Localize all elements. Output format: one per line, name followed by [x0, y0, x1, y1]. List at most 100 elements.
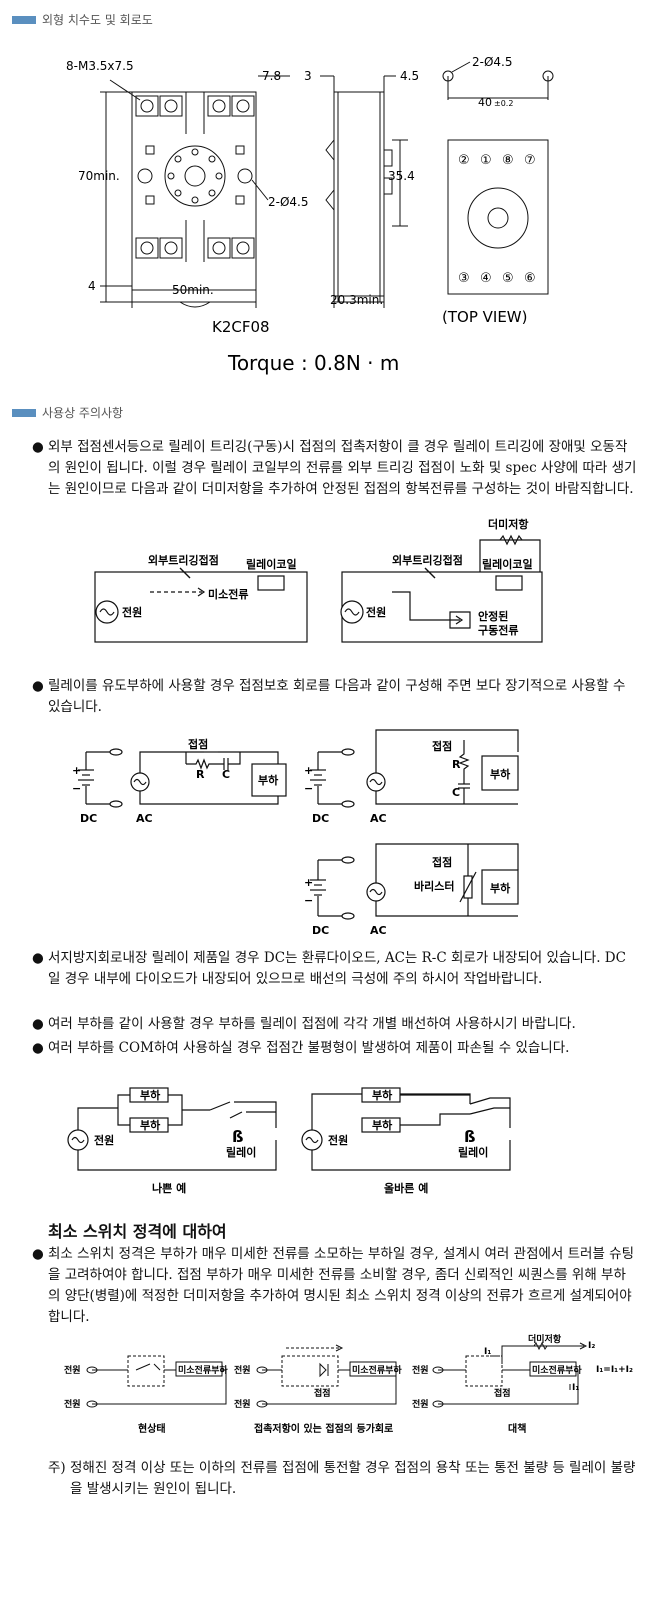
current-formula: I₁=I₁+I₂ — [596, 1365, 633, 1375]
dim-tolerance: ±0.2 — [494, 99, 513, 108]
contact-label: 접점 — [188, 737, 208, 751]
c-label-2: C — [452, 786, 460, 799]
varistor-label: 바리스터 — [414, 879, 454, 893]
dc-label: DC — [80, 812, 97, 825]
c-label: C — [222, 768, 230, 781]
contact-label-3: 접점 — [432, 855, 452, 869]
bullet-3: ●서지방지회로내장 릴레이 제품일 경우 DC는 환류다이오드, AC는 R-C… — [32, 950, 626, 987]
bullet-2: ●릴레이를 유도부하에 사용할 경우 접점보호 회로를 다음과 같이 구성해 주… — [32, 678, 626, 715]
bullet-text: 여러 부하를 COM하여 사용하실 경우 접점간 불평형이 발생하여 제품이 파… — [48, 1040, 570, 1056]
min-switch-diagram: 전원 전원 미소전류부하 전원 전원 미소전류부하 접점 전원 전원 미소전류부… — [64, 1334, 633, 1435]
load-label-b: 부하 — [140, 1118, 161, 1132]
small-load-3: 미소전류부하 — [532, 1364, 582, 1376]
ext-contact-label-2: 외부트리깅접점 — [392, 553, 463, 567]
relay-label-good: 릴레이 — [458, 1145, 488, 1159]
bullet-4: ●여러 부하를 같이 사용할 경우 부하를 릴레이 접점에 각각 개별 배선하여… — [32, 1016, 576, 1032]
load-label-c: 부하 — [372, 1088, 393, 1102]
small-load-2: 미소전류부하 — [352, 1364, 402, 1376]
dim-hole: 2-Ø4.5 — [268, 195, 309, 209]
contact-label-fix: 접점 — [494, 1387, 511, 1399]
plus-label: + — [72, 764, 81, 777]
bullet-text: 외부 접점센서등으로 릴레이 트리깅(구동)시 접점의 접촉저항이 클 경우 릴… — [48, 439, 637, 497]
section-title: 사용상 주의사항 — [42, 406, 124, 420]
load-label-3: 부하 — [490, 881, 511, 895]
dummy-resistor-label: 더미저항 — [488, 517, 528, 531]
stable-label-1: 안정된 — [478, 609, 508, 623]
dim-40: 40 — [478, 96, 492, 109]
r-label-2: R — [452, 758, 461, 771]
pin-6: ⑥ — [524, 271, 536, 286]
power-label-3b: 전원 — [412, 1398, 429, 1410]
dim-20-3: 20.3min. — [330, 293, 383, 307]
i1-label: I₁ — [484, 1347, 491, 1357]
dim-3: 3 — [304, 69, 312, 83]
dim-7-8: 7.8 — [262, 69, 281, 83]
power-label-good: 전원 — [328, 1133, 348, 1147]
note: 주) 정해진 정격 이상 또는 이하의 전류를 접점에 통전할 경우 접점의 용… — [48, 1460, 636, 1497]
power-label-bad: 전원 — [94, 1133, 114, 1147]
section-header-dimensions: 외형 치수도 및 회로도 — [12, 11, 153, 28]
pin-3: ③ — [458, 271, 470, 286]
multi-load-diagram: 부하 부하 전원 릴레이 ß 나쁜 예 부하 부하 전원 릴레이 ß 올바른 예 — [67, 1087, 511, 1195]
trigger-circuit-diagram: 외부트리깅접점 릴레이코일 전원 미소전류 외부트리깅접점 릴레이코일 더미저항… — [94, 517, 543, 643]
min-switch-heading: 최소 스위치 정격에 대하여 — [48, 1222, 227, 1241]
bullet-1: ●외부 접점센서등으로 릴레이 트리깅(구동)시 접점의 접촉저항이 클 경우 … — [32, 439, 637, 497]
plus-label-2: + — [304, 764, 313, 777]
load-label: 부하 — [258, 773, 279, 787]
bullet-text: 서지방지회로내장 릴레이 제품일 경우 DC는 환류다이오드, AC는 R-C … — [48, 950, 626, 987]
pin-5: ⑤ — [502, 271, 514, 286]
stable-label-2: 구동전류 — [478, 623, 518, 637]
dim-screws: 8-M3.5x7.5 — [66, 59, 134, 73]
relay-coil-icon-2: ß — [464, 1127, 476, 1146]
power-label-2b: 전원 — [234, 1398, 251, 1410]
minus-label-3: − — [304, 894, 313, 907]
plus-label-3: + — [304, 876, 313, 889]
contact-protection-diagram: 접점 R C 부하 + − DC AC 접점 R C 부하 + − DC AC … — [72, 729, 519, 937]
small-current-label: 미소전류 — [208, 587, 248, 601]
model-name: K2CF08 — [212, 318, 270, 336]
dimension-drawing: 8-M3.5x7.5 7.8 70min. 2-Ø4.5 4 50min. K2… — [66, 55, 554, 375]
bullet-6: ●최소 스위치 정격은 부하가 매우 미세한 전류를 소모하는 부하일 경우, … — [32, 1246, 635, 1325]
good-example-caption: 올바른 예 — [384, 1181, 428, 1195]
ac-label: AC — [136, 812, 153, 825]
top-view-label: (TOP VIEW) — [442, 308, 527, 326]
contact-label-2: 접점 — [432, 739, 452, 753]
caption-current: 현상태 — [138, 1422, 166, 1435]
relay-label-bad: 릴레이 — [226, 1145, 256, 1159]
dim-70: 70min. — [78, 169, 120, 183]
contact-label-eq: 접점 — [314, 1387, 331, 1399]
dc-label-3: DC — [312, 924, 329, 937]
power-label-2a: 전원 — [234, 1364, 251, 1376]
dim-50: 50min. — [172, 283, 214, 297]
i2-label: I₂ — [588, 1341, 595, 1351]
power-label-1a: 전원 — [64, 1364, 81, 1376]
bullet-text: 여러 부하를 같이 사용할 경우 부하를 릴레이 접점에 각각 개별 배선하여 … — [48, 1016, 576, 1032]
relay-coil-label: 릴레이코일 — [246, 557, 297, 571]
dim-top-hole: 2-Ø4.5 — [472, 55, 513, 69]
power-label-2: 전원 — [366, 605, 386, 619]
load-label-2: 부하 — [490, 767, 511, 781]
relay-coil-label-2: 릴레이코일 — [482, 557, 533, 571]
section-marker-icon — [12, 408, 36, 417]
pin-2: ② — [458, 153, 470, 168]
caption-equivalent: 접촉저항이 있는 접점의 등가회로 — [254, 1422, 393, 1435]
caption-solution: 대책 — [508, 1422, 526, 1435]
minus-label-2: − — [304, 782, 313, 795]
load-label-a: 부하 — [140, 1088, 161, 1102]
dim-35-4: 35.4 — [388, 169, 415, 183]
dc-label-2: DC — [312, 812, 329, 825]
relay-coil-icon: ß — [232, 1127, 244, 1146]
pin-4: ④ — [480, 271, 492, 286]
bullet-text: 최소 스위치 정격은 부하가 매우 미세한 전류를 소모하는 부하일 경우, 설… — [48, 1246, 635, 1325]
power-label-1b: 전원 — [64, 1398, 81, 1410]
power-label: 전원 — [122, 605, 142, 619]
pin-8: ⑧ — [502, 153, 514, 168]
pin-1: ① — [480, 153, 492, 168]
ext-contact-label: 외부트리깅접점 — [148, 553, 219, 567]
power-label-3a: 전원 — [412, 1364, 429, 1376]
pin-7: ⑦ — [524, 153, 536, 168]
bullet-text: 릴레이를 유도부하에 사용할 경우 접점보호 회로를 다음과 같이 구성해 주면… — [48, 678, 626, 715]
i1-label-2: I₁ — [572, 1383, 579, 1393]
ac-label-3: AC — [370, 924, 387, 937]
bad-example-caption: 나쁜 예 — [152, 1181, 186, 1195]
